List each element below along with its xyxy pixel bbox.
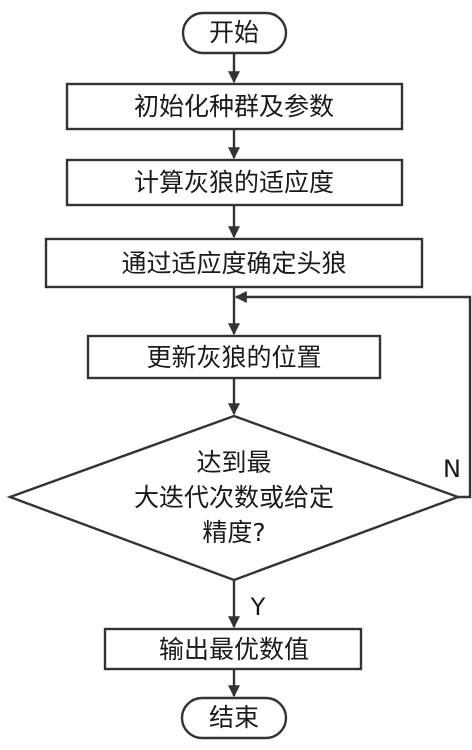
decision-label-line2: 大迭代次数或给定 [134,483,334,512]
decision-label-line1: 达到最 [196,448,271,477]
init-label: 初始化种群及参数 [134,92,334,121]
init-process-box [65,82,404,131]
start-label: 开始 [209,18,259,47]
leader-process-box [44,237,424,289]
fitness-label: 计算灰狼的适应度 [134,168,334,197]
end-terminal [180,696,288,740]
yes-label: Y [250,593,266,621]
no-label: N [443,455,461,483]
decision-label-line3: 精度? [202,518,265,547]
update-label: 更新灰狼的位置 [146,343,321,372]
leader-label: 通过适应度确定头狼 [121,249,346,278]
arrow-no-loop [234,291,472,499]
output-label: 输出最优数值 [159,635,309,664]
end-label: 结束 [209,703,259,732]
